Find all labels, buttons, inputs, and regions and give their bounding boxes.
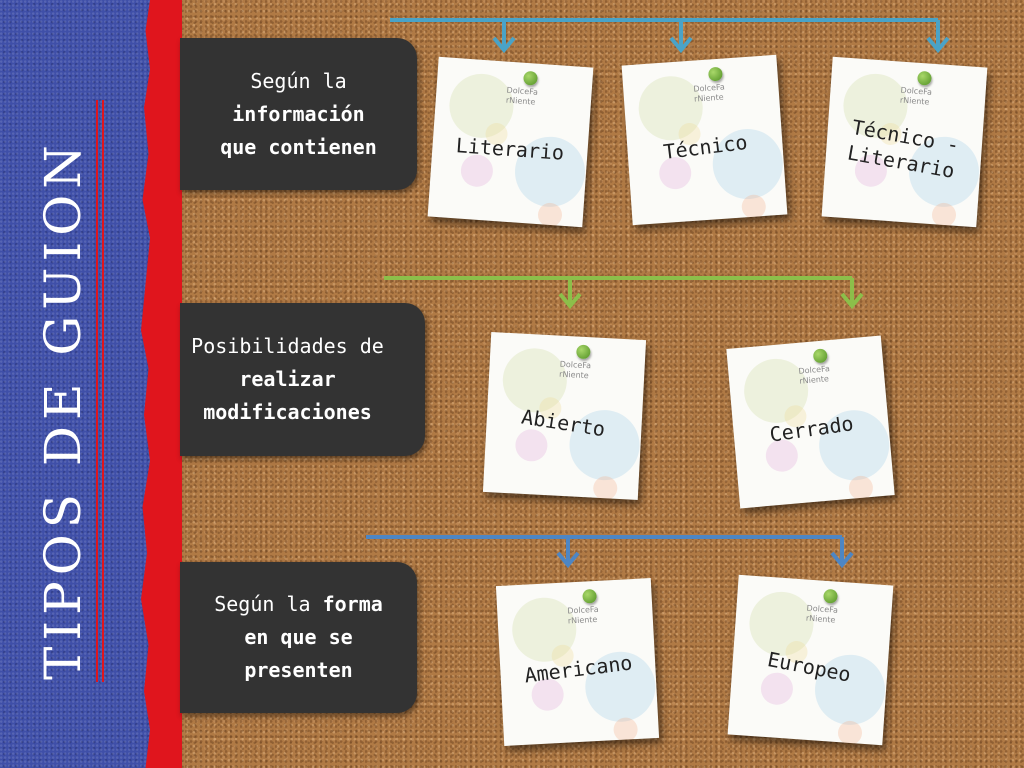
note-label: Abierto	[519, 404, 607, 442]
note-label: Técnico - Literario	[845, 114, 961, 183]
note-label: Técnico	[662, 129, 749, 164]
connector-row-1-arrow-2-head	[669, 36, 693, 54]
note-europeo: DolceFa rNiente Europeo	[727, 574, 894, 746]
note-tecnico-literario: DolceFa rNiente Técnico - Literario	[821, 56, 988, 228]
category-box-modificaciones: Posibilidades de realizar modificaciones	[180, 303, 425, 456]
connector-row-1-arrow-1-head	[492, 36, 516, 54]
category-bold-line: modificaciones	[203, 400, 372, 424]
connector-row-2-arrow-1-head	[558, 292, 582, 310]
category-line: Según la	[250, 68, 347, 93]
note-label: Europeo	[765, 647, 853, 687]
category-text: Posibilidades de realizar modificaciones	[191, 330, 384, 429]
category-bold-line: forma	[322, 592, 383, 616]
note-cerrado: DolceFa rNiente Cerrado	[726, 335, 895, 509]
note-tecnico: DolceFa rNiente Técnico	[621, 54, 788, 226]
category-box-forma: Según la forma en que se presenten	[180, 562, 417, 713]
category-box-informacion: Según la información que contienen	[180, 38, 417, 190]
note-label: Americano	[523, 650, 634, 688]
category-bold-line: presenten	[244, 658, 353, 682]
connector-row-1-arrow-3-head	[926, 36, 950, 54]
blue-band	[0, 0, 150, 768]
category-line: Posibilidades de	[191, 334, 384, 358]
note-label: Literario	[455, 133, 565, 165]
note-americano: DolceFa rNiente Americano	[495, 578, 660, 746]
connector-row-3-arrow-1-head	[556, 551, 580, 569]
category-bold-line: realizar	[239, 367, 336, 391]
category-line: Según la	[214, 592, 311, 616]
category-bold-line: en que se	[244, 625, 353, 649]
category-text: Según la información que contienen	[220, 65, 377, 164]
diagram-title: TIPOS DE GUION	[34, 139, 92, 680]
title-rule	[96, 100, 104, 682]
category-bold-line: información	[232, 101, 365, 126]
note-abierto: DolceFa rNiente Abierto	[482, 332, 647, 500]
note-label: Cerrado	[768, 411, 855, 447]
note-literario: DolceFa rNiente Literario	[427, 56, 594, 228]
category-text: Según la forma en que se presenten	[214, 588, 383, 687]
connector-row-2-arrow-2-head	[840, 292, 864, 310]
connector-row-3-arrow-2-head	[830, 551, 854, 569]
category-bold-line: que contienen	[220, 134, 377, 159]
